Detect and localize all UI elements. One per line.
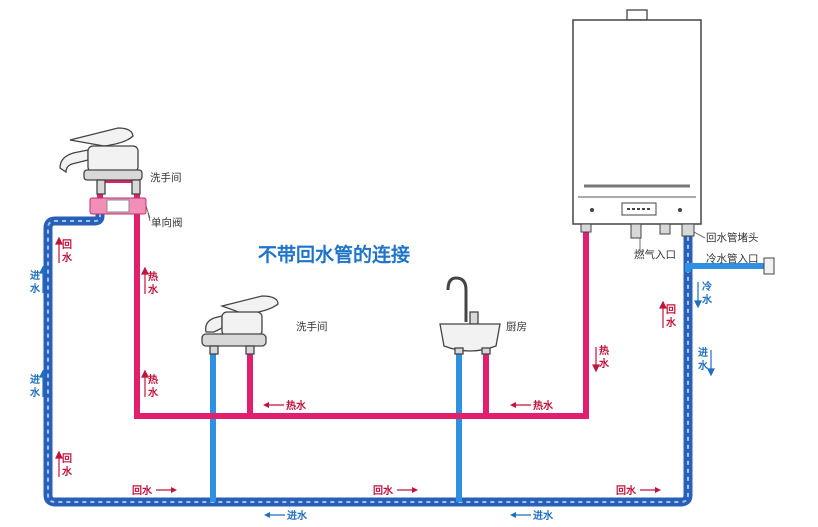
flow-water-1: 水 — [147, 283, 159, 296]
label-leaders — [147, 212, 706, 250]
flow-inlet-3: 进 — [698, 346, 708, 359]
flow-water-2: 水 — [147, 386, 159, 399]
flow-inlet-vertical: 进 水 进 水 进 水 冷 水 — [29, 269, 713, 399]
flow-horizontal-arrows — [156, 402, 661, 518]
label-return-plug: 回水管堵头 — [706, 231, 759, 244]
label-sink-bathroom-top: 洗手间 — [150, 171, 182, 184]
faucet-mid-bathroom — [201, 295, 279, 355]
label-sink-bathroom-mid: 洗手间 — [296, 320, 328, 333]
flow-return-h1: 回水 — [132, 484, 153, 497]
label-cold-inlet: 冷水管入口 — [706, 252, 759, 265]
flow-cold: 冷 — [702, 280, 712, 293]
flow-water-i3: 水 — [697, 359, 709, 372]
flow-inlet-h1: 进水 — [287, 509, 308, 522]
flow-inlet-2: 进 — [30, 373, 40, 386]
flow-water-r1: 水 — [61, 251, 73, 264]
flow-inlet-vertical-arrows — [39, 265, 715, 397]
flow-return-vertical-arrows — [55, 236, 667, 477]
water-heater — [572, 9, 775, 275]
hot-supply-pipes — [97, 177, 589, 419]
flow-return-h3: 回水 — [616, 484, 637, 497]
label-kitchen: 厨房 — [506, 320, 527, 333]
flow-water-3: 水 — [598, 357, 610, 370]
faucet-top-bathroom — [59, 127, 143, 195]
flow-water-c: 水 — [701, 293, 713, 306]
flow-return-h2: 回水 — [373, 484, 394, 497]
flow-hot-2: 热 — [148, 373, 158, 386]
flow-hot-1: 热 — [148, 270, 158, 283]
flow-water-i2: 水 — [29, 386, 41, 399]
flow-hot-vertical-arrows — [141, 266, 600, 397]
cold-supply-pipes — [210, 263, 770, 502]
component-labels: 洗手间 单向阀 洗手间 厨房 回水管堵头 燃气入口 冷水管入口 — [150, 171, 759, 333]
check-valve — [89, 197, 151, 219]
flow-return-2: 回 — [62, 453, 72, 465]
kitchen-sink — [439, 276, 501, 355]
flow-hot-h1: 热水 — [286, 399, 307, 412]
flow-hot-h2: 热水 — [533, 399, 554, 412]
flow-inlet-h2: 进水 — [533, 509, 554, 522]
label-check-valve: 单向阀 — [151, 216, 183, 229]
flow-return-3: 回 — [666, 304, 676, 316]
flow-inlet-1: 进 — [30, 269, 40, 282]
flow-return-vertical: 回 水 回 水 回 水 — [61, 239, 677, 478]
flow-water-i1: 水 — [29, 282, 41, 295]
flow-hot-vertical: 热 水 热 水 热 水 — [147, 270, 610, 399]
flow-water-r3: 水 — [665, 316, 677, 329]
flow-return-1: 回 — [62, 239, 72, 251]
label-gas-inlet: 燃气入口 — [634, 248, 676, 261]
flow-water-r2: 水 — [61, 465, 73, 478]
flow-horizontal: 热水 热水 回水 回水 回水 进水 进水 — [132, 399, 637, 522]
flow-hot-3: 热 — [599, 344, 609, 357]
diagram-title: 不带回水管的连接 — [258, 243, 410, 266]
